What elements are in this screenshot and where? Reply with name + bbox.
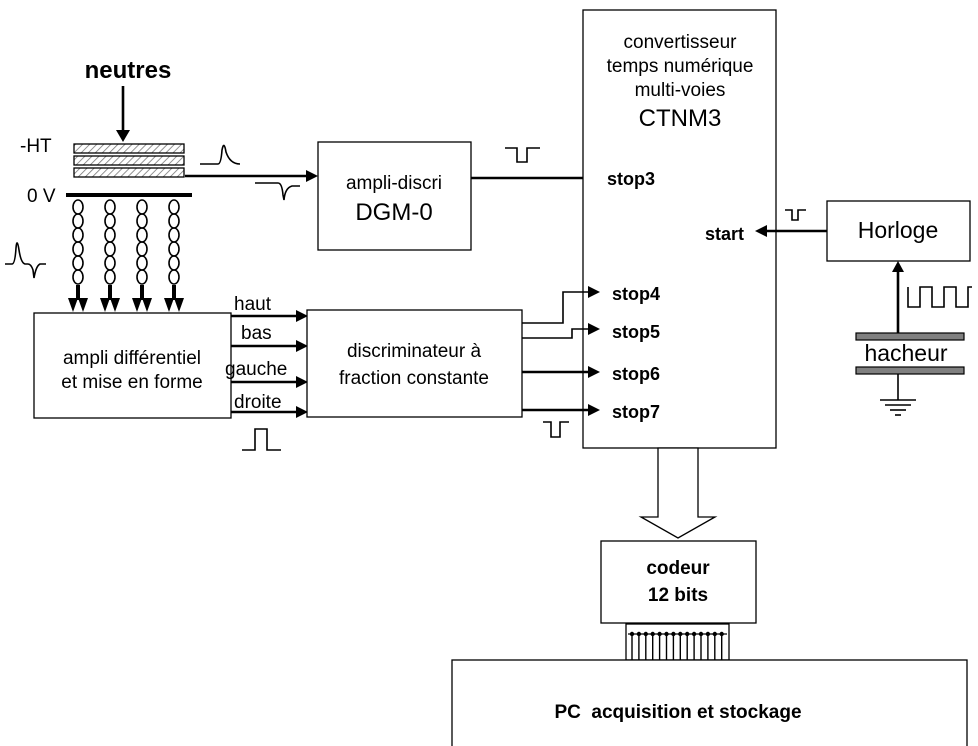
ground-label: 0 V bbox=[27, 186, 56, 207]
twisted-pair-cable bbox=[100, 199, 120, 312]
pc-block: PC acquisition et stockage bbox=[451, 659, 968, 746]
cfd-line1: discriminateur à bbox=[347, 341, 482, 362]
twisted-pair-cable bbox=[132, 199, 152, 312]
twisted-pair-cables bbox=[68, 199, 184, 312]
pc-label: PC acquisition et stockage bbox=[554, 702, 801, 723]
hv-label: -HT bbox=[20, 136, 52, 157]
diff-amp-line2: et mise en forme bbox=[61, 372, 203, 393]
ribbon-connector bbox=[625, 623, 730, 661]
data-bus-arrow bbox=[638, 447, 718, 539]
channel-label-haut: haut bbox=[234, 294, 272, 315]
channel-wires: haut bas gauche droite bbox=[225, 294, 308, 418]
detector-plate-3 bbox=[73, 167, 185, 178]
channel-pulse-icon bbox=[242, 428, 281, 451]
cfd-output-wires bbox=[522, 286, 600, 416]
start-pulse-icon bbox=[785, 209, 806, 221]
detector-negative-pulse-icon bbox=[255, 182, 300, 201]
tdc-stop4-label: stop4 bbox=[612, 284, 660, 304]
ground-icon bbox=[880, 399, 916, 416]
tdc-line1: convertisseur bbox=[624, 32, 738, 53]
tdc-name: CTNM3 bbox=[639, 105, 722, 132]
neutrons-label: neutres bbox=[85, 57, 172, 84]
channel-label-gauche: gauche bbox=[225, 359, 287, 380]
clock-label: Horloge bbox=[858, 217, 939, 243]
chopper-label: hacheur bbox=[864, 340, 947, 366]
channel-label-droite: droite bbox=[234, 392, 282, 413]
tdc-stop7-label: stop7 bbox=[612, 402, 660, 422]
tdc-line3: multi-voies bbox=[635, 80, 726, 101]
bipolar-pulse-icon bbox=[5, 242, 46, 279]
chopper-disk-bottom bbox=[855, 366, 965, 375]
diff-amp-block: ampli différentiel et mise en forme bbox=[33, 312, 232, 419]
tdc-stop5-label: stop5 bbox=[612, 322, 660, 342]
channel-label-bas: bas bbox=[241, 323, 272, 344]
tdc-line2: temps numérique bbox=[607, 56, 754, 77]
tdc-block: convertisseur temps numérique multi-voie… bbox=[582, 9, 777, 449]
detector: neutres -HT 0 V bbox=[20, 57, 192, 312]
tdc-stop6-label: stop6 bbox=[612, 364, 660, 384]
stop7-pulse-icon bbox=[543, 421, 569, 438]
twisted-pair-cable bbox=[164, 199, 184, 312]
diff-amp-line1: ampli différentiel bbox=[63, 348, 201, 369]
ampli-discri-line1: ampli-discri bbox=[346, 173, 442, 194]
square-wave-icon bbox=[907, 286, 972, 308]
neutron-beam-arrowhead bbox=[116, 130, 130, 142]
tdc-stop3-label: stop3 bbox=[607, 169, 655, 189]
chopper: hacheur bbox=[855, 261, 972, 416]
ampli-discri-block: ampli-discri DGM-0 bbox=[317, 141, 472, 251]
twisted-pair-cable bbox=[68, 199, 88, 312]
signal-wire-arrowhead bbox=[306, 170, 318, 182]
coder-line1: codeur bbox=[646, 558, 710, 579]
tdc-start-label: start bbox=[705, 224, 744, 244]
ampli-discri-line2: DGM-0 bbox=[355, 199, 432, 226]
detector-plate-2 bbox=[73, 155, 185, 166]
clock-block: Horloge bbox=[826, 200, 971, 262]
detector-plate-1 bbox=[73, 143, 185, 154]
coder-block: codeur 12 bits bbox=[600, 540, 757, 624]
detector-positive-pulse-icon bbox=[200, 144, 241, 165]
clock-input-arrowhead bbox=[892, 261, 904, 272]
cfd-block: discriminateur à fraction constante bbox=[306, 309, 523, 418]
coder-line2: 12 bits bbox=[648, 585, 708, 606]
chopper-disk-top bbox=[855, 332, 965, 341]
start-arrowhead bbox=[755, 225, 767, 237]
cfd-line2: fraction constante bbox=[339, 368, 489, 389]
stop3-pulse-icon bbox=[505, 147, 540, 163]
